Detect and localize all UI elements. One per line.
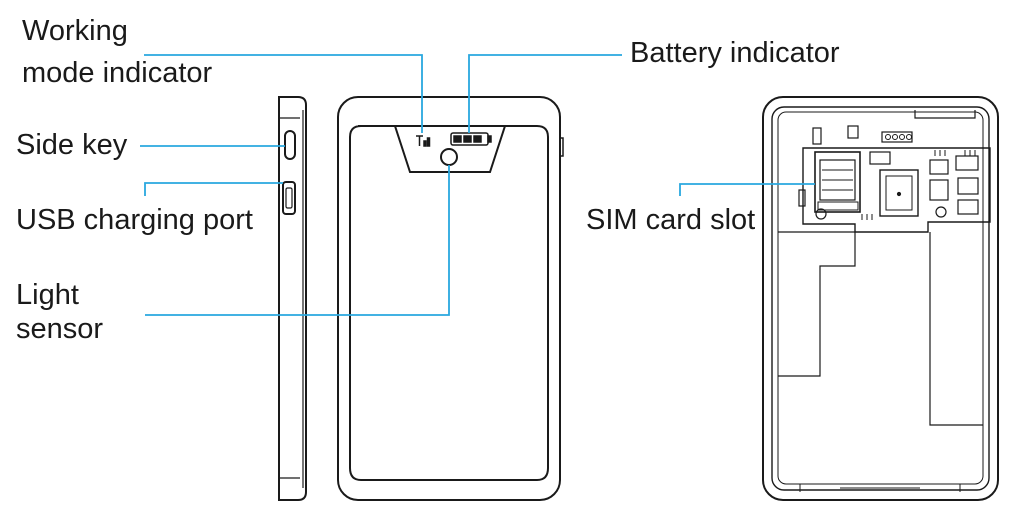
sim-card-slot-label: SIM card slot: [586, 204, 756, 236]
usb-charging-port-label: USB charging port: [16, 204, 253, 236]
callout-lines: [140, 54, 815, 316]
side-key: [284, 130, 296, 160]
callout-sim-slot: [679, 183, 815, 196]
usb-port: [282, 181, 296, 215]
light-sensor-label-line1: Light: [16, 279, 79, 311]
battery-icon: [450, 132, 492, 146]
device-back-view: [762, 96, 999, 501]
side-key-label: Side key: [16, 129, 128, 161]
working-mode-label-line1: Working: [22, 15, 128, 47]
battery-indicator-label: Battery indicator: [630, 37, 840, 69]
callout-usb-port: [144, 182, 283, 196]
callout-working-mode: [144, 54, 423, 133]
callout-light-sensor: [145, 165, 450, 316]
callout-battery: [468, 54, 622, 133]
device-front-view: [337, 96, 564, 501]
light-sensor: [440, 148, 458, 166]
sim-card-slot-drawing: [814, 151, 861, 213]
device-side-view: [278, 96, 307, 501]
light-sensor-label-line2: sensor: [16, 313, 104, 345]
signal-bars-icon: [416, 135, 431, 147]
working-mode-label-line2: mode indicator: [22, 57, 213, 89]
